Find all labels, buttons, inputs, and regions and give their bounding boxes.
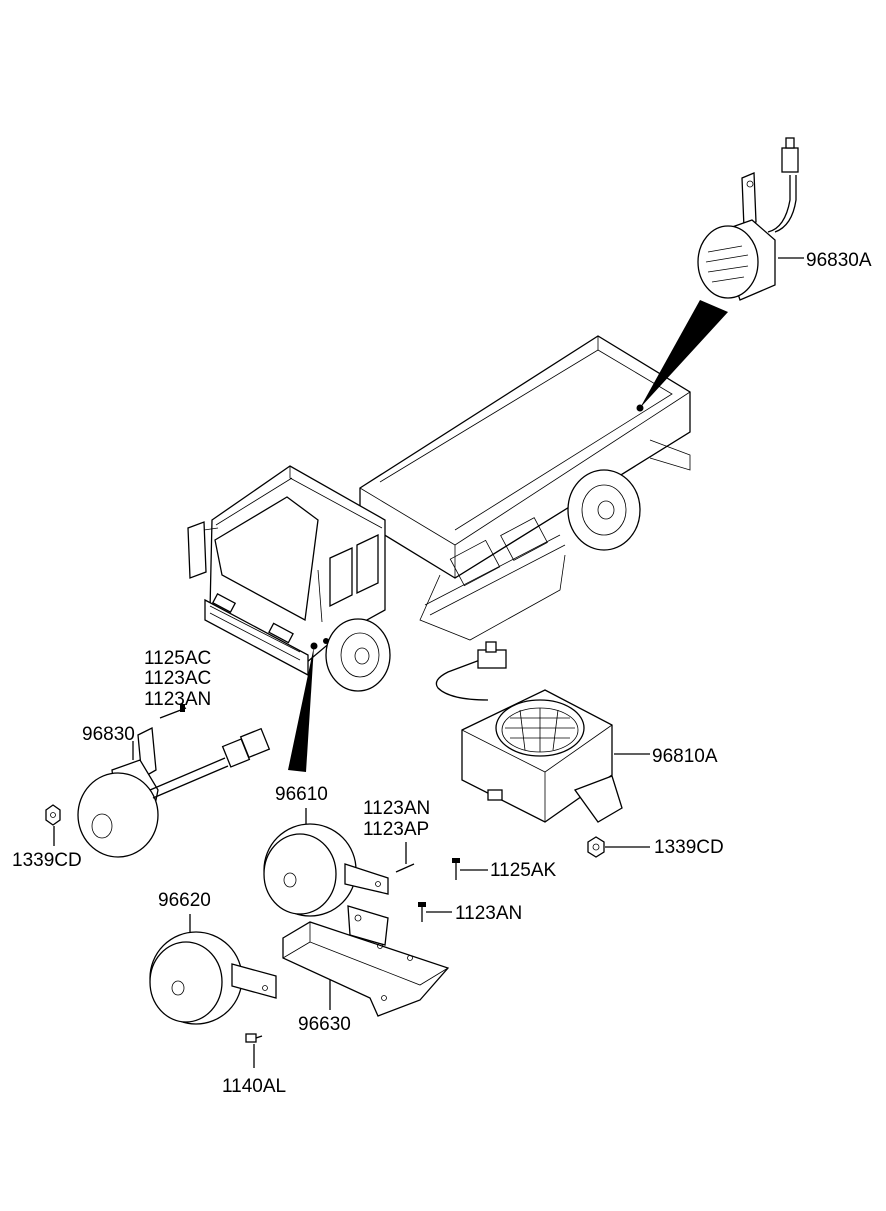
label-1123AC: 1123AC — [144, 668, 211, 689]
screw-1125AK — [452, 858, 460, 880]
label-1123AP: 1123AP — [363, 819, 429, 840]
label-1123AN-left: 1123AN — [144, 689, 211, 710]
nut-right — [587, 836, 605, 858]
label-96810A: 96810A — [652, 746, 718, 767]
horn-96620-part — [149, 931, 277, 1025]
truck-illustration — [187, 335, 691, 692]
back-alarm-box-part — [435, 641, 623, 823]
label-1339CD-left: 1339CD — [12, 850, 82, 871]
horn-bracket-96630-part — [282, 905, 450, 1017]
label-1123AN-center: 1123AN — [363, 798, 430, 819]
label-1125AK: 1125AK — [490, 860, 557, 881]
label-96630: 96630 — [298, 1014, 351, 1035]
label-96830A: 96830A — [806, 250, 872, 271]
nut-left — [45, 804, 61, 826]
horn-96830-part — [77, 704, 271, 858]
label-1123AN-right: 1123AN — [455, 903, 522, 924]
label-96830: 96830 — [82, 724, 135, 745]
screw-1123AN — [418, 902, 426, 922]
bolt-1140AL — [245, 1033, 263, 1043]
label-1339CD-right: 1339CD — [654, 837, 724, 858]
label-96620: 96620 — [158, 890, 211, 911]
label-1125AC: 1125AC — [144, 648, 211, 669]
horn-96610-part — [263, 823, 415, 917]
leader-wedge-front — [288, 646, 314, 772]
leader-wedge-rear — [640, 300, 728, 408]
label-96610: 96610 — [275, 784, 328, 805]
back-alarm-top-part — [697, 137, 799, 301]
label-1140AL: 1140AL — [222, 1076, 286, 1097]
